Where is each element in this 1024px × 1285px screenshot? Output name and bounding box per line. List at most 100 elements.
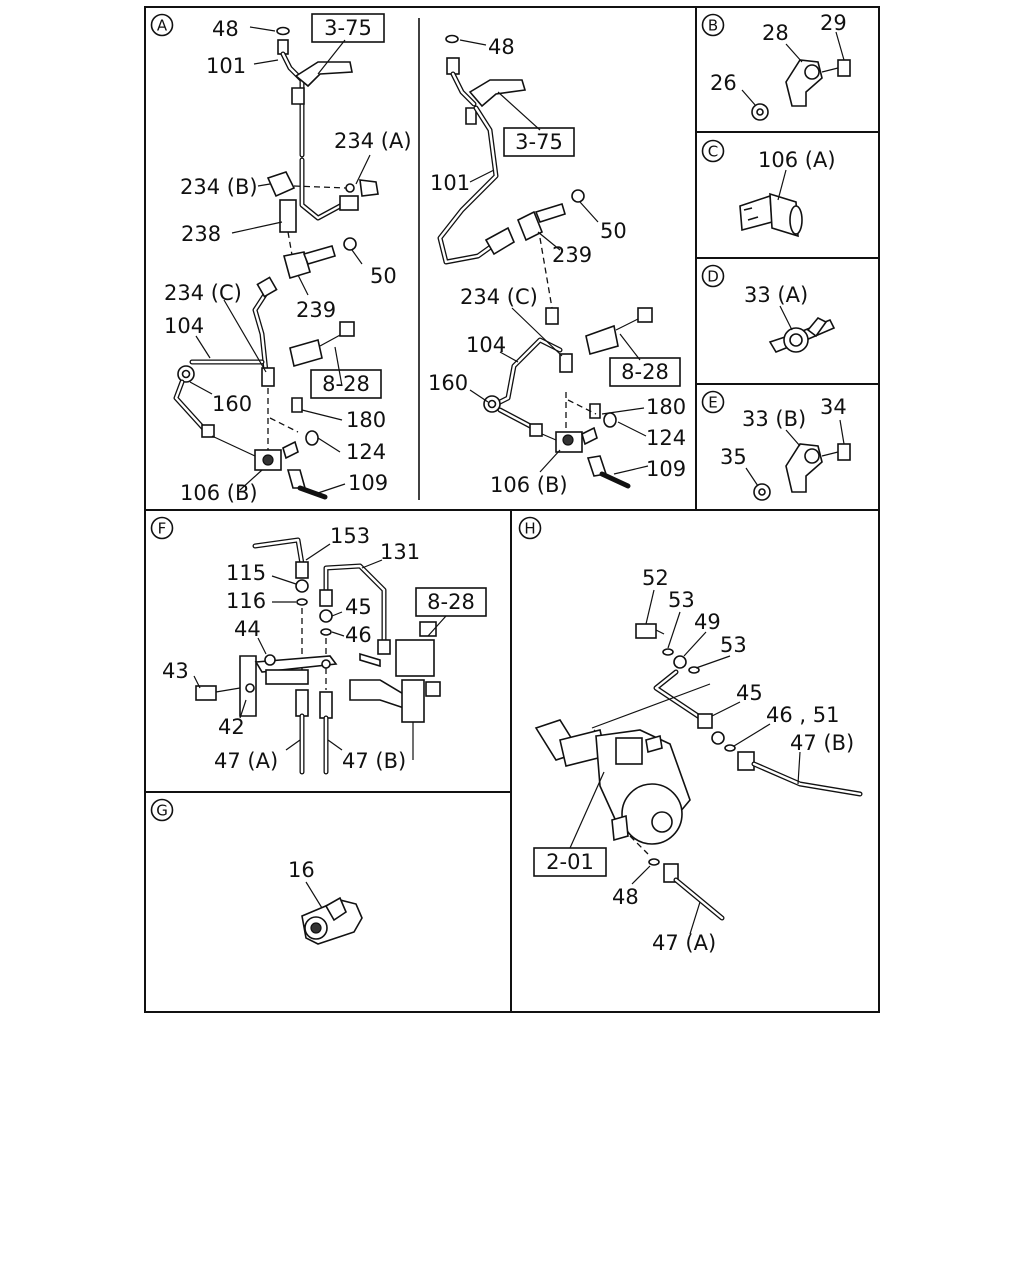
section-a-left-leaders <box>189 26 371 494</box>
section-g: 16 <box>288 858 363 945</box>
section-h-marker: H <box>518 516 542 540</box>
callout-bolt-29: 29 <box>820 11 847 35</box>
callout-joint-106b: 106 (B) <box>180 481 258 505</box>
callout-nut-45: 45 <box>736 681 763 705</box>
svg-text:G: G <box>156 802 168 820</box>
callout-clip-33a: 33 (A) <box>744 283 808 307</box>
callout-pipe-101: 101 <box>430 171 470 195</box>
reference-box-2-01: 2-01 <box>533 847 607 877</box>
callout-union-234c: 234 (C) <box>164 281 242 305</box>
svg-text:C: C <box>708 143 718 161</box>
section-c-drawing <box>739 192 803 238</box>
svg-text:H: H <box>524 520 535 538</box>
svg-text:A: A <box>157 17 168 35</box>
svg-text:E: E <box>708 394 717 412</box>
callout-nut-44: 44 <box>234 617 261 641</box>
callout-union-234b: 234 (B) <box>180 175 258 199</box>
callout-pipe-153: 153 <box>330 524 370 548</box>
reference-box-8-28: 8-28 <box>310 369 382 399</box>
section-d-drawing <box>768 317 836 353</box>
section-e-leaders <box>745 419 845 487</box>
callout-hose-238: 238 <box>181 222 221 246</box>
section-h-leaders <box>569 589 801 935</box>
svg-text:3-75: 3-75 <box>324 16 372 40</box>
section-b-drawing <box>751 59 851 121</box>
callout-nut-35: 35 <box>720 445 747 469</box>
callout-nut-26: 26 <box>710 71 737 95</box>
callout-union-234c: 234 (C) <box>460 285 538 309</box>
callout-pipe-101: 101 <box>206 54 246 78</box>
callout-plug-180: 180 <box>346 408 386 432</box>
callout-nut-50: 50 <box>600 219 627 243</box>
section-c-leader <box>777 169 787 201</box>
reference-box-3-75: 3-75 <box>503 127 575 157</box>
callout-pipe-104: 104 <box>466 333 506 357</box>
callout-hose-47a: 47 (A) <box>214 749 278 773</box>
callout-bracket-33b: 33 (B) <box>742 407 806 431</box>
section-c: 106 (A) <box>739 148 836 238</box>
callout-bracket-28: 28 <box>762 21 789 45</box>
section-b-leaders <box>741 31 845 107</box>
callout-nut-45: 45 <box>345 595 372 619</box>
callout-clip-16: 16 <box>288 858 315 882</box>
callout-hose-109: 109 <box>646 457 686 481</box>
callout-hose-47a: 47 (A) <box>652 931 716 955</box>
callout-nut-49: 49 <box>694 610 721 634</box>
callout-washer-53-right: 53 <box>720 633 747 657</box>
section-a-marker: A <box>150 13 174 37</box>
callout-bolt-52: 52 <box>642 566 669 590</box>
callout-clip-160: 160 <box>212 392 252 416</box>
callout-washer-46: 46 <box>345 623 372 647</box>
callout-washer-124: 124 <box>646 426 686 450</box>
svg-text:B: B <box>708 17 718 35</box>
callout-washer-46-51: 46 , 51 <box>766 703 839 727</box>
callout-pipe-104: 104 <box>164 314 204 338</box>
section-a-left-drawing <box>173 26 379 500</box>
section-a-left: 48 101 3-75 234 (A) 234 (B) 238 50 239 2… <box>164 13 412 505</box>
callout-tee-239: 239 <box>552 243 592 267</box>
section-b: 28 29 26 <box>710 11 851 121</box>
section-b-marker: B <box>701 13 725 37</box>
svg-text:8-28: 8-28 <box>621 360 669 384</box>
svg-text:2-01: 2-01 <box>546 850 594 874</box>
svg-text:F: F <box>158 520 167 538</box>
reference-box-8-28: 8-28 <box>609 357 681 387</box>
section-c-marker: C <box>701 139 725 163</box>
section-f: 153 131 115 116 45 8-28 46 44 43 42 47 (… <box>162 524 487 775</box>
callout-nut-115: 115 <box>226 561 266 585</box>
callout-bolt-34: 34 <box>820 395 847 419</box>
section-h: 52 53 49 53 45 46 , 51 47 (B) 2-01 48 47… <box>533 566 863 955</box>
callout-washer-48: 48 <box>612 885 639 909</box>
section-f-drawing <box>195 537 441 775</box>
callout-washer-48: 48 <box>488 35 515 59</box>
section-h-drawing <box>534 623 863 921</box>
callout-washer-116: 116 <box>226 589 266 613</box>
section-d-leader <box>779 305 793 331</box>
callout-fitting-106a: 106 (A) <box>758 148 836 172</box>
section-d: 33 (A) <box>744 283 836 353</box>
section-d-marker: D <box>701 264 725 288</box>
callout-hose-47b: 47 (B) <box>342 749 406 773</box>
callout-joint-106b: 106 (B) <box>490 473 568 497</box>
section-g-marker: G <box>150 798 174 822</box>
callout-clip-160: 160 <box>428 371 468 395</box>
callout-union-234a: 234 (A) <box>334 129 412 153</box>
reference-box-8-28: 8-28 <box>415 587 487 617</box>
section-a-right: 48 3-75 101 50 239 234 (C) 104 8-28 160 … <box>428 34 686 497</box>
svg-text:8-28: 8-28 <box>427 590 475 614</box>
section-a-right-leaders <box>459 39 649 475</box>
section-a-right-drawing <box>437 34 653 489</box>
callout-washer-48: 48 <box>212 17 239 41</box>
section-g-drawing <box>301 896 363 945</box>
section-e-drawing <box>753 443 851 501</box>
callout-hose-47b: 47 (B) <box>790 731 854 755</box>
callout-hose-109: 109 <box>348 471 388 495</box>
callout-washer-53-top: 53 <box>668 588 695 612</box>
callout-nut-50: 50 <box>370 264 397 288</box>
callout-tee-239: 239 <box>296 298 336 322</box>
section-e-marker: E <box>701 390 725 414</box>
callout-bolt-43: 43 <box>162 659 189 683</box>
svg-text:D: D <box>707 268 719 286</box>
